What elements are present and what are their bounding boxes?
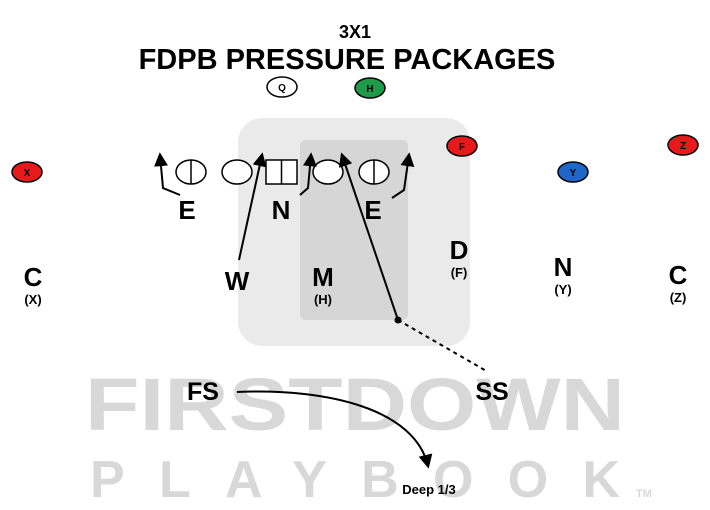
- defender-free-safety: FS: [187, 378, 219, 406]
- player-f-label: F: [459, 142, 465, 153]
- defender-left-end: E: [178, 195, 195, 225]
- ss-pivot-dot: [394, 316, 402, 324]
- right-tackle: [358, 159, 390, 185]
- will-blitz: [238, 152, 267, 261]
- center: [265, 159, 298, 185]
- player-y-label: Y: [570, 168, 577, 179]
- defender-nickel-sub: (Y): [554, 282, 571, 297]
- player-h-label: H: [366, 84, 373, 95]
- defender-nickel: N: [554, 252, 573, 282]
- player-z-label: Z: [680, 141, 686, 152]
- player-h: H: [354, 77, 386, 99]
- dline-rush-paths: [154, 152, 415, 199]
- defender-strong-safety: SS: [475, 378, 508, 406]
- defender-mike: M: [312, 262, 334, 292]
- left-end-rush: [154, 152, 181, 196]
- defender-right-end: E: [364, 195, 381, 225]
- blitz-paths: [236, 152, 489, 469]
- player-x: X: [11, 161, 43, 183]
- defender-left-corner: C: [24, 262, 43, 292]
- offensive-line: [175, 159, 390, 185]
- defender-mike-sub: (H): [314, 292, 332, 307]
- defender-dollar-sub: (F): [451, 265, 468, 280]
- player-y: Y: [557, 161, 589, 183]
- defender-will: W: [225, 266, 250, 296]
- watermark-trademark: TM: [636, 488, 652, 500]
- right-guard: [312, 159, 344, 185]
- formation-label: 3X1: [339, 22, 371, 42]
- player-q: Q: [266, 76, 298, 98]
- fs-assignment-label: Deep 1/3: [402, 482, 455, 497]
- player-x-label: X: [24, 168, 31, 179]
- ss-blitz: [338, 152, 399, 321]
- defender-left-corner-sub: (X): [24, 292, 41, 307]
- page-title: FDPB PRESSURE PACKAGES: [139, 44, 556, 76]
- fs-rotation: [236, 390, 433, 469]
- defender-dollar: D: [450, 235, 469, 265]
- defender-right-corner: C: [669, 260, 688, 290]
- left-guard: [221, 159, 253, 185]
- nose-rush: [299, 152, 317, 196]
- watermark-line2: PLAYBOOK: [90, 451, 620, 509]
- player-q-label: Q: [278, 83, 286, 94]
- right-end-rush: [391, 152, 415, 199]
- ss-disguise-path: [397, 319, 489, 373]
- defender-nose: N: [272, 195, 291, 225]
- player-z: Z: [667, 134, 699, 156]
- left-tackle: [175, 159, 207, 185]
- player-f: F: [446, 135, 478, 157]
- defender-right-corner-sub: (Z): [670, 290, 687, 305]
